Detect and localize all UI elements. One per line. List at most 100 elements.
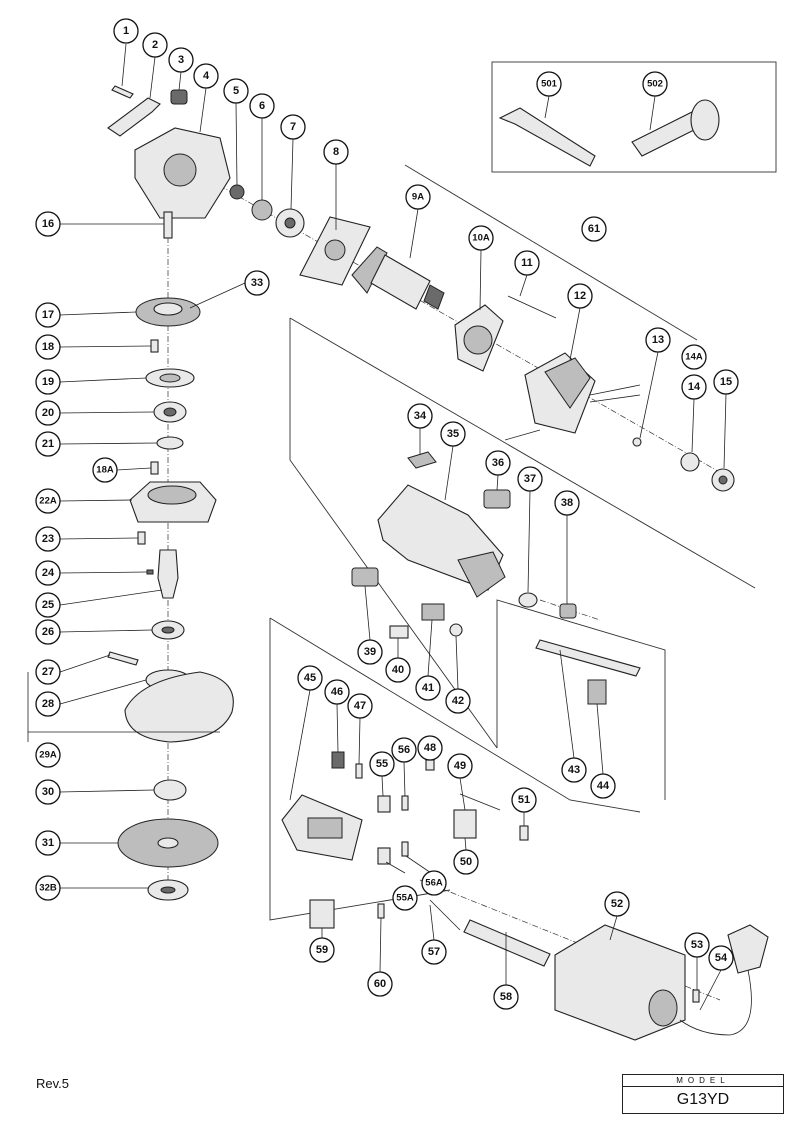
svg-text:8: 8: [333, 146, 339, 158]
svg-text:12: 12: [574, 290, 586, 302]
callout-61: 61: [581, 216, 607, 242]
svg-text:52: 52: [611, 898, 623, 910]
callout-56: 56: [391, 737, 417, 763]
part-carbon-brush: [389, 625, 409, 639]
part-small-gear: [251, 199, 273, 221]
svg-text:49: 49: [454, 760, 466, 772]
frame-line-61: [404, 164, 698, 341]
part-cord-clip-55: [377, 795, 391, 813]
svg-text:43: 43: [568, 764, 580, 776]
svg-text:30: 30: [42, 786, 54, 798]
callout-37: 37: [517, 466, 543, 492]
part-push-button: [407, 451, 437, 469]
svg-text:41: 41: [422, 682, 434, 694]
svg-text:48: 48: [424, 742, 436, 754]
svg-text:55: 55: [376, 758, 388, 770]
svg-text:19: 19: [42, 376, 54, 388]
svg-text:53: 53: [691, 939, 703, 951]
svg-text:60: 60: [374, 978, 386, 990]
part-long-screw: [507, 295, 557, 319]
part-armature: [370, 254, 431, 310]
callout-13: 13: [645, 327, 671, 353]
svg-text:16: 16: [42, 218, 54, 230]
callout-35: 35: [440, 421, 466, 447]
svg-text:59: 59: [316, 944, 328, 956]
svg-text:11: 11: [521, 257, 533, 269]
callout-47: 47: [347, 693, 373, 719]
svg-text:51: 51: [518, 794, 530, 806]
callout-3: 3: [168, 47, 194, 73]
svg-text:40: 40: [392, 664, 404, 676]
part-lever: [107, 97, 161, 137]
callout-502: 502: [642, 71, 668, 97]
svg-text:1: 1: [123, 25, 129, 37]
part-cord-armor: [463, 919, 551, 967]
diagram-frames: [269, 61, 777, 921]
callout-18a: 18A: [92, 457, 118, 483]
callout-45: 45: [297, 665, 323, 691]
svg-text:17: 17: [42, 309, 54, 321]
callout-9a: 9A: [405, 184, 431, 210]
part-screw-18: [150, 339, 159, 353]
svg-text:36: 36: [492, 457, 504, 469]
callout-20: 20: [35, 400, 61, 426]
svg-text:18: 18: [42, 341, 54, 353]
svg-text:39: 39: [364, 646, 376, 658]
callout-23: 23: [35, 526, 61, 552]
callout-28: 28: [35, 691, 61, 717]
callout-39: 39: [357, 639, 383, 665]
part-washer-13: [632, 437, 642, 447]
part-switch: [309, 899, 335, 929]
svg-text:20: 20: [42, 407, 54, 419]
frame-line-motor-left: [289, 318, 498, 749]
callout-40: 40: [385, 657, 411, 683]
part-internal-wire: [459, 793, 501, 811]
part-cord-wires: [429, 899, 461, 931]
svg-text:18A: 18A: [96, 465, 114, 476]
svg-text:38: 38: [561, 497, 573, 509]
callout-1: 1: [113, 18, 139, 44]
axis-lines: [167, 179, 731, 1001]
callout-56a: 56A: [421, 870, 447, 896]
callout-5: 5: [223, 78, 249, 104]
callout-36: 36: [485, 450, 511, 476]
part-screw-23: [137, 531, 146, 545]
part-ring-21: [156, 436, 184, 450]
svg-text:5: 5: [233, 85, 239, 97]
svg-text:31: 31: [42, 837, 54, 849]
svg-text:50: 50: [460, 856, 472, 868]
svg-text:6: 6: [259, 100, 265, 112]
part-rubber-38: [559, 603, 577, 619]
svg-text:57: 57: [428, 946, 440, 958]
part-cord: [679, 969, 752, 1036]
part-armature-fan: [351, 246, 388, 294]
part-pinion: [229, 184, 245, 200]
part-bolt-27: [107, 651, 139, 666]
frame-line-brush: [496, 599, 666, 800]
callout-49: 49: [447, 753, 473, 779]
part-screw-53: [692, 989, 700, 1003]
part-key: [146, 569, 154, 575]
svg-text:23: 23: [42, 533, 54, 545]
part-screw-56: [401, 795, 409, 811]
callout-29a: 29A: [35, 742, 61, 768]
svg-text:28: 28: [42, 698, 54, 710]
part-screw-56a: [401, 841, 409, 857]
part-lock-pin: [170, 89, 188, 105]
svg-text:42: 42: [452, 695, 464, 707]
svg-text:44: 44: [597, 780, 610, 792]
part-spring-44: [587, 679, 607, 705]
part-noise-suppressor: [453, 809, 477, 839]
svg-text:14A: 14A: [685, 352, 703, 363]
callout-31: 31: [35, 830, 61, 856]
svg-text:29A: 29A: [39, 750, 57, 761]
svg-text:501: 501: [541, 79, 558, 90]
part-screw-18a: [150, 461, 159, 475]
callout-24: 24: [35, 560, 61, 586]
callout-41: 41: [415, 675, 441, 701]
frame-line-switch: [269, 618, 451, 921]
part-wheel-guard: [124, 671, 234, 743]
callout-52: 52: [604, 891, 630, 917]
callout-38: 38: [554, 490, 580, 516]
